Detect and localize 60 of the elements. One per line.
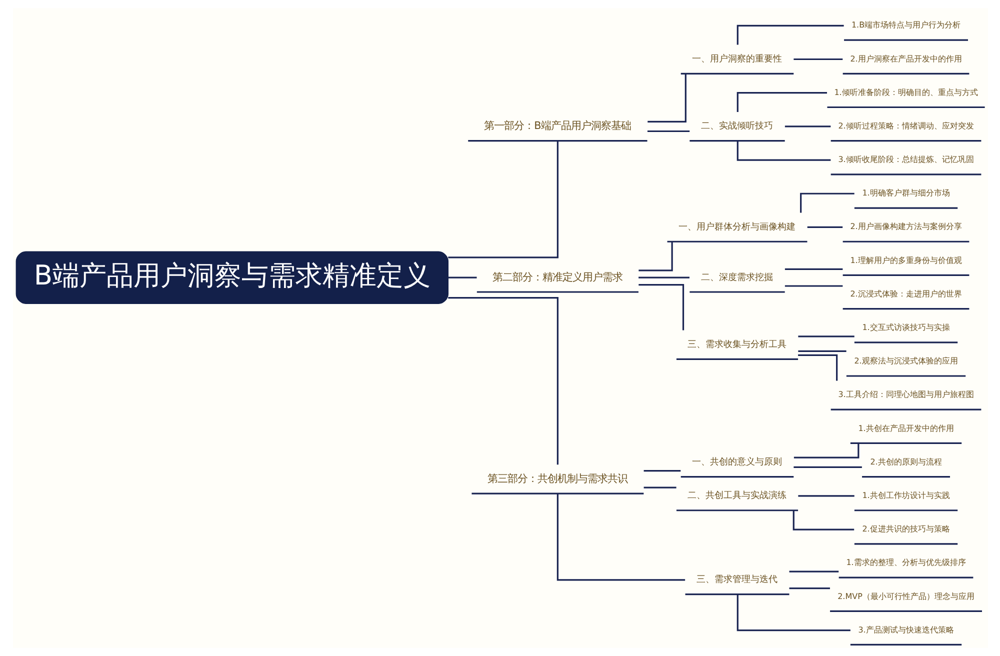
connector bbox=[788, 570, 838, 572]
connector bbox=[448, 297, 558, 465]
connector bbox=[646, 130, 690, 132]
connector bbox=[643, 486, 676, 488]
node-text: 1.共创在产品开发中的作用 bbox=[858, 424, 954, 433]
node-text: 第一部分：B端产品用户洞察基础 bbox=[484, 120, 631, 132]
node-text: 2.观察法与沉浸式体验的应用 bbox=[854, 356, 958, 366]
node-text: 2.沉浸式体验：走进用户的世界 bbox=[850, 289, 962, 298]
connector bbox=[806, 226, 842, 228]
connector bbox=[798, 350, 846, 352]
connector bbox=[647, 74, 686, 122]
node-text: 2.MVP（最小可行性产品）理念与应用 bbox=[837, 592, 974, 601]
node-text: 三、需求管理与迭代 bbox=[696, 575, 778, 586]
connector bbox=[800, 192, 854, 213]
connector bbox=[798, 354, 838, 381]
connector bbox=[784, 285, 842, 287]
connector bbox=[638, 276, 689, 278]
connector bbox=[793, 466, 862, 468]
connector bbox=[798, 336, 854, 338]
connector bbox=[643, 470, 680, 472]
node-text: 第三部分：共创机制与需求共识 bbox=[487, 472, 628, 485]
connector bbox=[792, 510, 854, 530]
node-text: 一、用户洞察的重要性 bbox=[692, 54, 782, 64]
node-text: 二、共创工具与实战演练 bbox=[687, 491, 786, 502]
connector bbox=[448, 276, 476, 278]
connector bbox=[784, 126, 830, 128]
node-text: 第二部分：精准定义用户需求 bbox=[492, 271, 622, 284]
connector bbox=[638, 242, 672, 272]
connector bbox=[556, 494, 685, 581]
connector bbox=[793, 58, 842, 60]
node-text: 三、需求收集与分析工具 bbox=[687, 340, 786, 350]
connector bbox=[448, 140, 558, 258]
connector bbox=[788, 588, 830, 590]
node-text: 3.产品测试与快速迭代策略 bbox=[858, 625, 954, 634]
node-text: 一、用户群体分析与画像构建 bbox=[678, 222, 796, 232]
node-text: 二、深度需求挖掘 bbox=[700, 272, 773, 283]
node-text: 二、实战倾听技巧 bbox=[700, 122, 773, 132]
node-text: 1.交互式访谈技巧与实操 bbox=[862, 323, 950, 332]
node-text: 2.用户画像构建方法与案例分享 bbox=[850, 222, 962, 232]
node-text: 1.明确客户群与细分市场 bbox=[862, 188, 950, 198]
connector bbox=[736, 24, 844, 45]
connector bbox=[798, 495, 854, 497]
connector bbox=[736, 594, 850, 632]
node-text: 1.共创工作坊设计与实践 bbox=[862, 490, 950, 500]
node-text: 1.B端市场特点与用户行为分析 bbox=[850, 20, 960, 30]
node-text: 1.倾听准备阶段：明确目的、重点与方式 bbox=[834, 88, 978, 97]
connector bbox=[736, 140, 830, 161]
connector bbox=[736, 92, 826, 112]
node-text: 2.促进共识的技巧与策略 bbox=[862, 524, 950, 534]
node-text: 3.倾听收尾阶段：总结提炼、记忆巩固 bbox=[838, 155, 974, 164]
node-box: B端产品用户洞察与需求精准定义 bbox=[15, 251, 448, 304]
node-text: 1.理解用户的多重身份与价值观 bbox=[850, 256, 962, 265]
node-text: 2.用户洞察在产品开发中的作用 bbox=[850, 54, 962, 64]
node-text: 2.共创的原则与流程 bbox=[870, 457, 942, 466]
node-text: 2.倾听过程策略：情绪调动、应对突发 bbox=[838, 121, 974, 130]
connector bbox=[638, 284, 684, 330]
node-text: 1.需求的整理、分析与优先级排序 bbox=[846, 558, 966, 568]
connector bbox=[784, 268, 842, 270]
node-text: 一、共创的意义与原则 bbox=[692, 458, 782, 468]
node-text: 3.工具介绍：同理心地图与用户旅程图 bbox=[838, 390, 974, 400]
